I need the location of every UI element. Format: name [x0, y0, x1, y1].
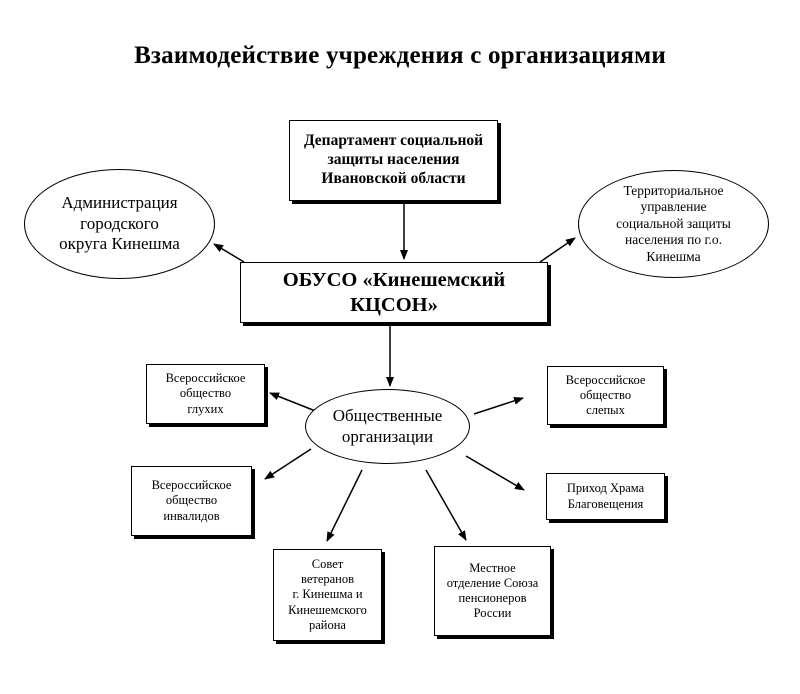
church-box: Приход Храма Благовещения — [546, 473, 665, 520]
arrow-public-to-disabled — [264, 448, 312, 480]
territorial-ellipse: Территориальное управление социальной за… — [578, 170, 769, 278]
arrow-public-to-veterans — [326, 469, 363, 542]
pensioners-box: Местное отделение Союза пенсионеров Росс… — [434, 546, 551, 636]
page-title: Взаимодействие учреждения с организациям… — [134, 42, 666, 69]
veterans-box: Совет ветеранов г. Кинешма и Кинешемског… — [273, 549, 382, 641]
public-orgs-label: Общественные организации — [332, 405, 443, 446]
deaf-society-label: Всероссийское общество глухих — [165, 371, 246, 416]
department-label: Департамент социальной защиты населения … — [303, 132, 484, 187]
disabled-society-box: Всероссийское общество инвалидов — [131, 466, 252, 536]
administration-label: Администрация городского округа Кинешма — [59, 192, 180, 254]
obuso-label: ОБУСО «Кинешемский КЦСОН» — [282, 268, 506, 316]
arrow-public-to-pensioners — [425, 469, 467, 541]
arrow-public-to-deaf — [269, 392, 319, 413]
blind-society-label: Всероссийское общество слепых — [565, 372, 646, 418]
department-box: Департамент социальной защиты населения … — [289, 120, 498, 201]
arrow-obuso-to-administration — [213, 243, 245, 263]
arrow-public-to-church — [465, 455, 525, 491]
blind-society-box: Всероссийское общество слепых — [547, 366, 664, 425]
veterans-label: Совет ветеранов г. Кинешма и Кинешемског… — [288, 556, 367, 632]
obuso-box: ОБУСО «Кинешемский КЦСОН» — [240, 262, 548, 323]
pensioners-label: Местное отделение Союза пенсионеров Росс… — [446, 560, 539, 621]
church-label: Приход Храма Благовещения — [566, 481, 645, 511]
disabled-society-label: Всероссийское общество инвалидов — [151, 478, 232, 523]
deaf-society-box: Всероссийское общество глухих — [146, 364, 265, 424]
arrow-public-to-blind — [473, 396, 524, 415]
arrow-obuso-to-territorial — [539, 237, 576, 263]
administration-ellipse: Администрация городского округа Кинешма — [24, 169, 215, 279]
territorial-label: Территориальное управление социальной за… — [616, 182, 731, 264]
public-orgs-ellipse: Общественные организации — [305, 389, 470, 464]
